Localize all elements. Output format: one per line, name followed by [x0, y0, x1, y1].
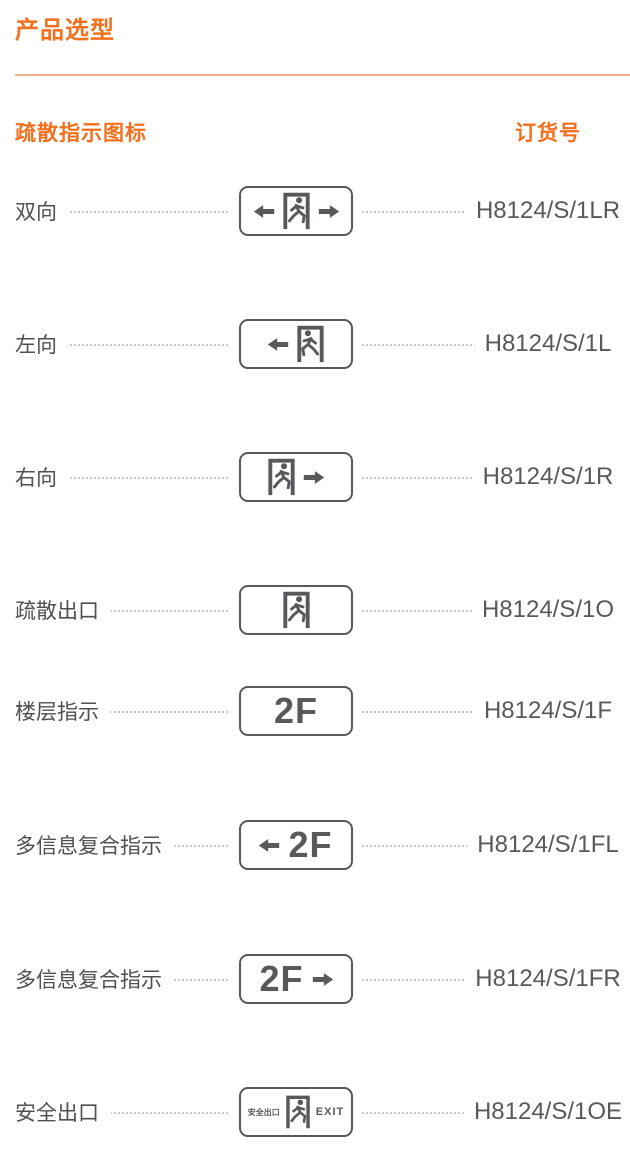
evacuation-sign-icon: 安全出口 EXIT: [239, 1087, 353, 1137]
exit-man-right-icon: [282, 591, 310, 629]
sign-icon-wrap: 安全出口 EXIT: [230, 1087, 362, 1137]
row-label: 多信息复合指示: [15, 964, 174, 994]
floor-2f-text: 2F: [259, 958, 304, 999]
table-row: 疏散出口 H8124/S/1O: [0, 575, 630, 645]
evacuation-sign-icon: [239, 585, 353, 635]
evacuation-sign-icon: 2F: [239, 820, 353, 870]
table-row: 多信息复合指示 2F H8124/S/1FR: [0, 944, 630, 1014]
order-number: H8124/S/1R: [472, 463, 624, 491]
left-arrow-icon: [253, 204, 274, 218]
row-label: 右向: [15, 462, 69, 492]
row-label: 双向: [15, 196, 69, 226]
evacuation-sign-icon: 2F: [239, 686, 353, 736]
table-row: 双向 H8124/S/1LR: [0, 176, 630, 246]
safety-exit-cn-text: 安全出口: [247, 1107, 280, 1117]
title-divider: [15, 74, 630, 76]
right-arrow-icon: [318, 204, 339, 218]
right-arrow-icon: [312, 972, 333, 986]
table-row: 右向 H8124/S/1R: [0, 442, 630, 512]
evacuation-sign-icon: 2F: [239, 954, 353, 1004]
column-header-order-number: 订货号: [515, 122, 581, 145]
order-number: H8124/S/1O: [471, 596, 625, 624]
evacuation-sign-icon: [239, 186, 353, 236]
order-number: H8124/S/1FR: [465, 965, 630, 993]
page-title: 产品选型: [15, 17, 115, 44]
sign-icon-wrap: [230, 186, 362, 236]
sign-icon-wrap: 2F: [230, 954, 362, 1004]
sign-icon-wrap: [230, 585, 362, 635]
row-label: 安全出口: [15, 1097, 111, 1127]
sign-icon-wrap: [230, 452, 362, 502]
order-number: H8124/S/1LR: [465, 197, 630, 225]
floor-2f-text: 2F: [273, 690, 318, 731]
evacuation-sign-icon: [239, 319, 353, 369]
sign-icon-wrap: 2F: [230, 820, 362, 870]
right-arrow-icon: [303, 470, 325, 484]
row-label: 多信息复合指示: [15, 830, 174, 860]
row-label: 疏散出口: [15, 595, 111, 625]
table-row: 楼层指示 2F H8124/S/1F: [0, 676, 630, 746]
exit-en-text: EXIT: [315, 1106, 345, 1118]
exit-man-right-icon: [285, 1095, 310, 1129]
evacuation-sign-icon: [239, 452, 353, 502]
exit-man-right-icon: [268, 458, 295, 496]
table-row: 多信息复合指示 2F H8124/S/1FL: [0, 810, 630, 880]
floor-2f-text: 2F: [288, 824, 333, 865]
column-header-icons: 疏散指示图标: [15, 122, 147, 145]
exit-man-right-icon: [282, 192, 310, 230]
sign-icon-wrap: [230, 319, 362, 369]
order-number: H8124/S/1L: [474, 330, 622, 358]
left-arrow-icon: [267, 337, 289, 351]
left-arrow-icon: [259, 838, 280, 852]
exit-man-left-icon: [297, 325, 324, 363]
row-label: 楼层指示: [15, 696, 111, 726]
order-number: H8124/S/1OE: [463, 1098, 630, 1126]
order-number: H8124/S/1F: [473, 697, 623, 725]
sign-icon-wrap: 2F: [230, 686, 362, 736]
table-row: 左向 H8124/S/1L: [0, 309, 630, 379]
order-number: H8124/S/1FL: [467, 831, 629, 859]
row-label: 左向: [15, 329, 69, 359]
